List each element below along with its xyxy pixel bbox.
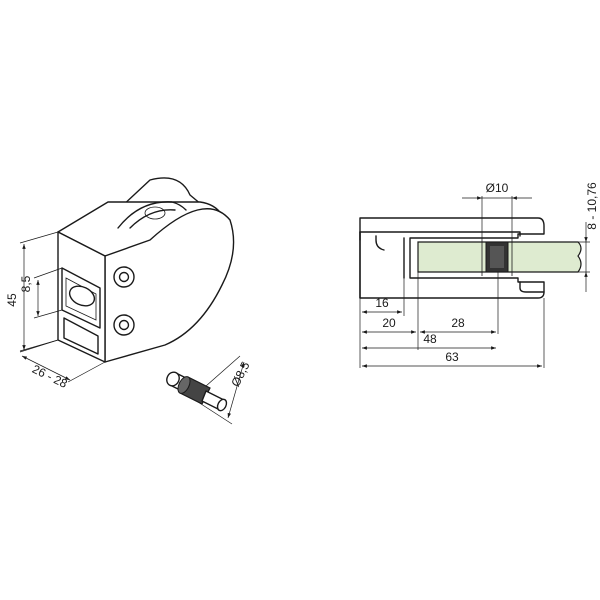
screw-hole-upper — [113, 266, 135, 288]
dim-label-20: 20 — [382, 316, 396, 330]
dim-label-48: 48 — [423, 332, 437, 346]
dim-label-glass: 8 - 10,76 — [585, 182, 599, 230]
dim-label-28: 28 — [451, 316, 465, 330]
clamp-slot-curve — [117, 201, 187, 229]
clamp-right-face — [104, 208, 235, 363]
top-hole — [144, 206, 166, 220]
dim-label-45: 45 — [5, 293, 19, 307]
dim-label-63: 63 — [445, 350, 459, 364]
front-slot-hole — [68, 285, 96, 307]
clamp-perspective-view: 45 8,5 26 - 28 — [5, 177, 235, 391]
dim-label-16: 16 — [375, 296, 389, 310]
screw-hole-lower — [113, 314, 135, 336]
clamp-slot-curve-inner — [129, 209, 176, 229]
dim-label-pin: Ø8,5 — [228, 359, 252, 389]
dim-label-8-5: 8,5 — [19, 275, 33, 292]
dim-label-26-28: 26 - 28 — [30, 362, 70, 391]
clamp-section-view: Ø10 8 - 10,76 16 20 28 48 63 — [359, 181, 599, 368]
clamp-bottom-slot — [63, 317, 99, 355]
dim-line-pin — [227, 361, 245, 419]
dim-label-pin-section: Ø10 — [486, 181, 509, 195]
dim-line-26-28 — [21, 355, 71, 381]
pin-part: Ø8,5 — [166, 355, 253, 425]
